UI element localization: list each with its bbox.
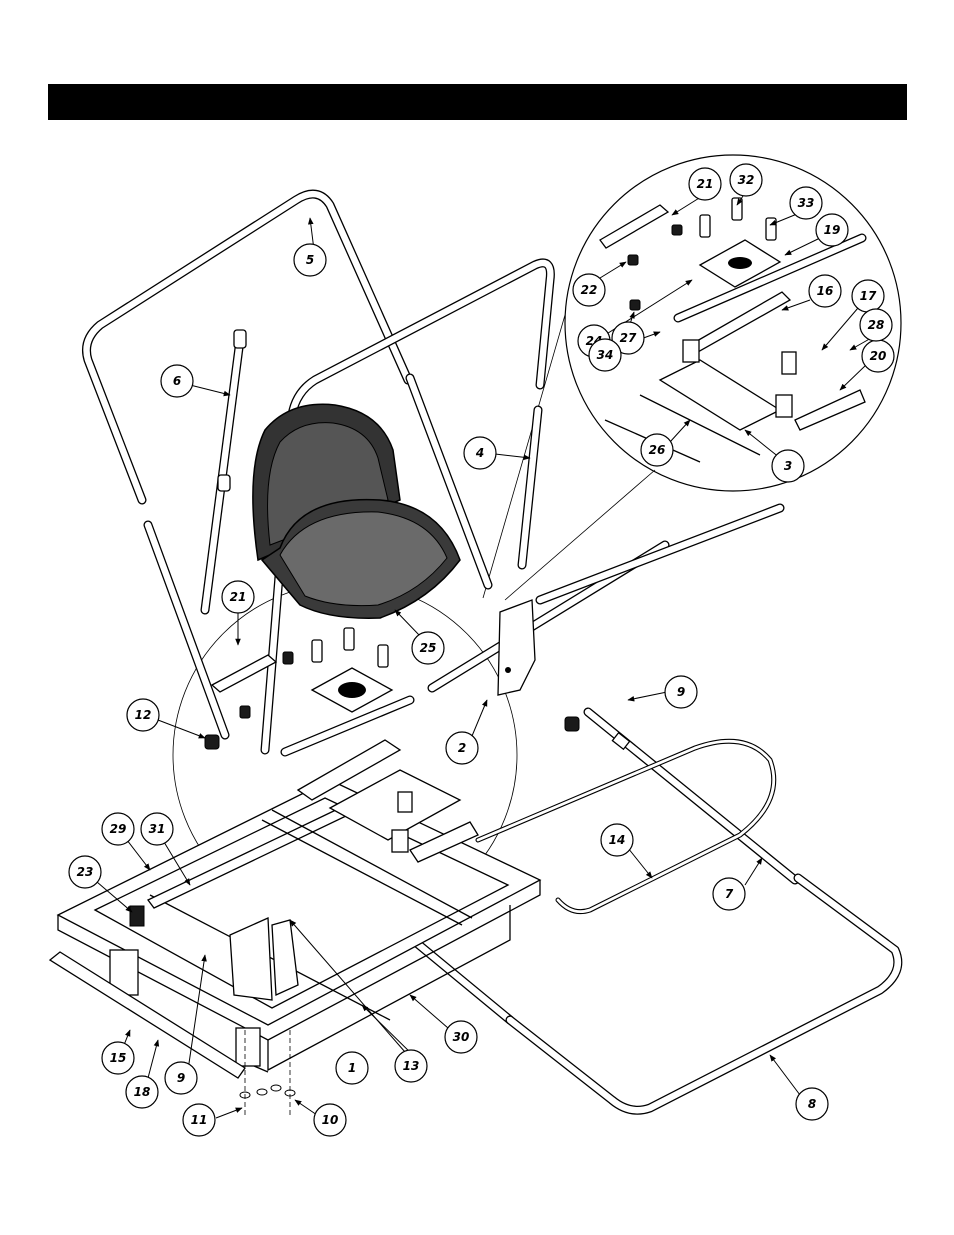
callout-9-lower: 9 xyxy=(165,1062,197,1094)
svg-text:27: 27 xyxy=(620,331,637,345)
svg-text:16: 16 xyxy=(817,284,834,298)
svg-text:3: 3 xyxy=(784,459,792,473)
callout-11: 11 xyxy=(183,1104,215,1136)
svg-text:26: 26 xyxy=(649,443,666,457)
callout-26: 26 xyxy=(641,434,673,466)
mount-plate-2 xyxy=(498,600,535,695)
callout-6: 6 xyxy=(161,365,193,397)
callout-3: 3 xyxy=(772,450,804,482)
cap-9-upper xyxy=(565,717,579,731)
bracket-21-lower xyxy=(205,652,293,749)
svg-text:12: 12 xyxy=(135,708,152,722)
callout-8: 8 xyxy=(796,1088,828,1120)
callout-19: 19 xyxy=(816,214,848,246)
callout-30: 30 xyxy=(445,1021,477,1053)
callout-1: 1 xyxy=(336,1052,368,1084)
svg-text:29: 29 xyxy=(110,822,127,836)
callout-21-lower: 21 xyxy=(222,581,254,613)
svg-text:21: 21 xyxy=(230,590,247,604)
callout-18: 18 xyxy=(126,1076,158,1108)
svg-text:4: 4 xyxy=(475,446,484,460)
svg-text:22: 22 xyxy=(581,283,598,297)
svg-text:33: 33 xyxy=(798,196,815,210)
callout-23: 23 xyxy=(69,856,101,888)
svg-text:17: 17 xyxy=(860,289,877,303)
callout-28: 28 xyxy=(860,309,892,341)
callout-16: 16 xyxy=(809,275,841,307)
svg-text:14: 14 xyxy=(609,833,626,847)
callout-32: 32 xyxy=(730,164,762,196)
svg-text:11: 11 xyxy=(191,1113,208,1127)
svg-text:1: 1 xyxy=(348,1061,356,1075)
callout-9-upper: 9 xyxy=(665,676,697,708)
callout-10: 10 xyxy=(314,1104,346,1136)
swivel-base-lower xyxy=(312,628,392,712)
svg-text:31: 31 xyxy=(149,822,166,836)
callout-34: 34 xyxy=(589,339,621,371)
callout-2: 2 xyxy=(446,732,478,764)
callout-7: 7 xyxy=(713,878,745,910)
callout-13: 13 xyxy=(395,1050,427,1082)
svg-text:9: 9 xyxy=(677,685,685,699)
svg-text:21: 21 xyxy=(697,177,714,191)
callout-25: 25 xyxy=(412,632,444,664)
callout-22: 22 xyxy=(573,274,605,306)
svg-text:23: 23 xyxy=(77,865,94,879)
callout-33: 33 xyxy=(790,187,822,219)
callout-14: 14 xyxy=(601,824,633,856)
svg-text:18: 18 xyxy=(134,1085,151,1099)
svg-text:6: 6 xyxy=(173,374,181,388)
svg-text:10: 10 xyxy=(322,1113,339,1127)
svg-text:7: 7 xyxy=(725,887,734,901)
svg-text:28: 28 xyxy=(868,318,885,332)
callout-12: 12 xyxy=(127,699,159,731)
svg-text:5: 5 xyxy=(306,253,314,267)
svg-text:8: 8 xyxy=(808,1097,816,1111)
svg-text:2: 2 xyxy=(458,741,466,755)
svg-text:19: 19 xyxy=(824,223,841,237)
svg-text:15: 15 xyxy=(110,1051,127,1065)
callout-17: 17 xyxy=(852,280,884,312)
svg-text:34: 34 xyxy=(597,348,614,362)
callout-5: 5 xyxy=(294,244,326,276)
callout-4: 4 xyxy=(464,437,496,469)
callout-15: 15 xyxy=(102,1042,134,1074)
canopy-strut-6 xyxy=(205,330,246,610)
svg-text:20: 20 xyxy=(870,349,887,363)
svg-text:25: 25 xyxy=(420,641,437,655)
svg-text:9: 9 xyxy=(177,1071,185,1085)
plate-1 xyxy=(230,918,298,1000)
svg-text:30: 30 xyxy=(453,1030,470,1044)
svg-text:13: 13 xyxy=(403,1059,420,1073)
callout-29: 29 xyxy=(102,813,134,845)
callout-20: 20 xyxy=(862,340,894,372)
svg-text:32: 32 xyxy=(738,173,755,187)
callout-21-upper: 21 xyxy=(689,168,721,200)
callout-31: 31 xyxy=(141,813,173,845)
